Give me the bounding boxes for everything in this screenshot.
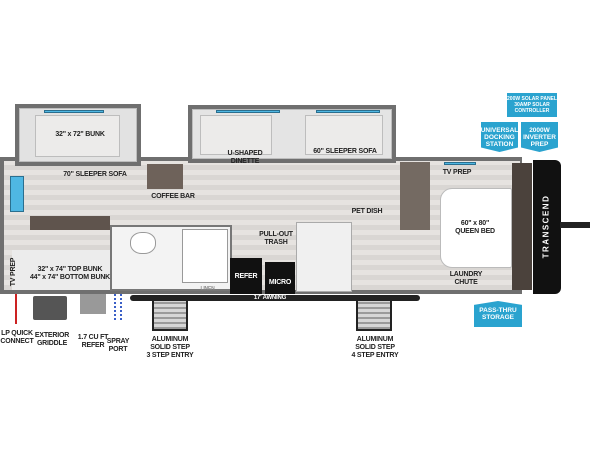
bunk-label: 32" x 72" BUNK (55, 131, 105, 138)
toilet (130, 232, 156, 254)
awning-label: 17' AWNING (253, 295, 287, 301)
front-cap (533, 160, 561, 294)
lp-line (15, 294, 17, 324)
window (316, 110, 380, 113)
kitchen-island (296, 222, 352, 292)
bunks-label: 32" x 74" TOP BUNK 44" x 74" BOTTOM BUNK (29, 266, 111, 281)
cabinet (30, 216, 110, 230)
pantry (400, 162, 430, 230)
hitch (560, 222, 590, 228)
step-4 (356, 301, 392, 331)
step-3-label: ALUMINUM SOLID STEP 3 STEP ENTRY (146, 336, 194, 359)
microwave (265, 262, 295, 294)
laundry-chute-label: LAUNDRY CHUTE (449, 271, 483, 286)
bunk-area (12, 250, 110, 290)
step-4-label: ALUMINUM SOLID STEP 4 STEP ENTRY (351, 336, 399, 359)
lp-quick-connect-label: LP QUICK CONNECT (0, 330, 34, 345)
linen-label: LINEN (200, 286, 215, 292)
griddle (33, 296, 67, 320)
coffee-bar-counter (147, 164, 183, 189)
sleeper-sofa-70-label: 70" SLEEPER SOFA (63, 171, 127, 178)
exterior-griddle-label: EXTERIOR GRIDDLE (34, 332, 70, 347)
micro-label: MICRO (268, 279, 292, 286)
coffee-bar-label: COFFEE BAR (151, 193, 195, 200)
pet-dish-label: PET DISH (351, 208, 383, 215)
exterior-refer-label: 1.7 CU FT REFER (77, 334, 109, 349)
docking-station-callout: UNIVERSAL DOCKING STATION (481, 122, 518, 152)
exterior-refer (80, 294, 106, 314)
sofa-60 (305, 115, 383, 155)
spray-port-label: SPRAY PORT (106, 338, 130, 353)
step-3 (152, 301, 188, 331)
brand-logo: TRANSCEND (541, 194, 551, 259)
window (10, 176, 24, 212)
window (44, 110, 104, 113)
queen-bed-label: 60" x 80" QUEEN BED (455, 220, 495, 235)
refer-label: REFER (234, 273, 258, 280)
inverter-callout: 2000W INVERTER PREP (521, 122, 558, 152)
sleeper-sofa-60-label: 60" SLEEPER SOFA (313, 148, 377, 155)
window (444, 162, 476, 165)
shower (182, 229, 228, 283)
window (216, 110, 280, 113)
bunk-mattress (35, 115, 120, 157)
queen-bed (440, 188, 512, 268)
pass-thru-callout: PASS-THRU STORAGE (474, 301, 522, 327)
dinette-label: U-SHAPED DINETTE (227, 150, 263, 165)
refrigerator (230, 258, 262, 294)
spray-port-hose (114, 294, 122, 320)
tv-prep-label: TV PREP (442, 169, 472, 176)
awning (130, 295, 420, 301)
tv-prep-rear-label: TV PREP (10, 257, 17, 287)
dinette-seat (200, 115, 272, 155)
wardrobe (512, 163, 532, 290)
solar-callout: 200W SOLAR PANEL 30AMP SOLAR CONTROLLER (507, 93, 557, 117)
pull-out-trash-label: PULL-OUT TRASH (259, 231, 293, 246)
